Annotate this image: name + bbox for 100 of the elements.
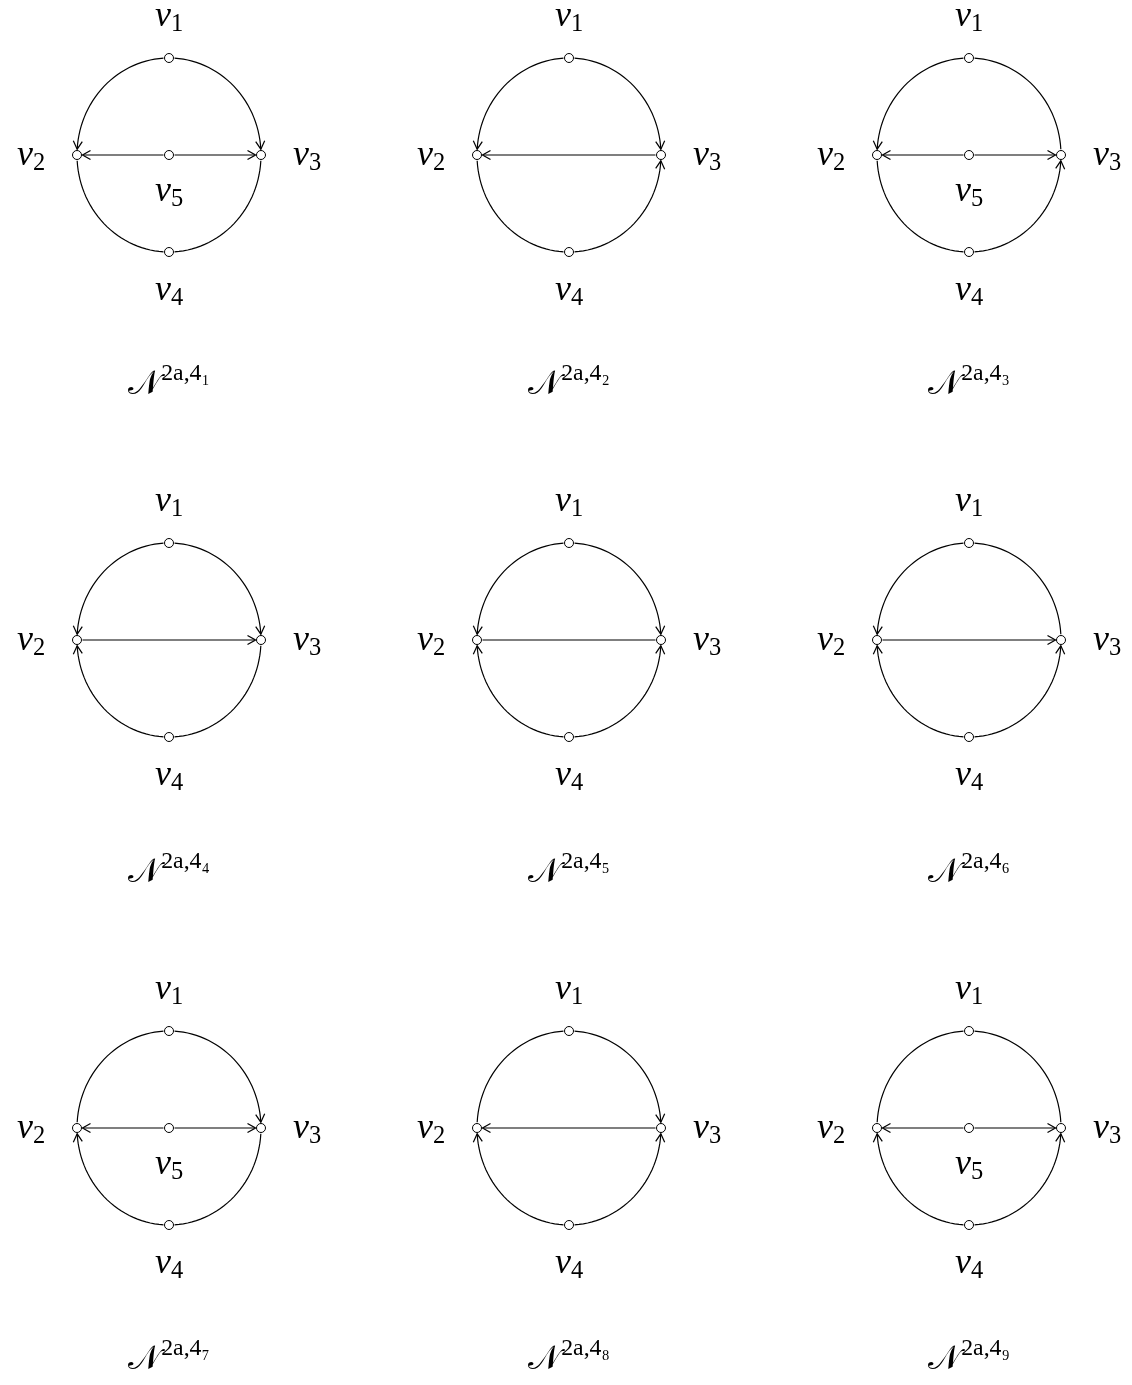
arc-edge <box>872 645 965 738</box>
arc-edge <box>973 1030 1062 1123</box>
vertex-label: v$_{2}$ <box>816 1108 846 1148</box>
graph-caption: 𝒩$^{2a,4₆}$ <box>928 849 1010 887</box>
arc-edge <box>472 542 565 635</box>
vertex-label: v$_{4}$ <box>154 270 184 310</box>
vertex-label: v$_{2}$ <box>416 620 446 660</box>
vertex-label: v$_{3}$ <box>292 620 322 660</box>
vertex-circle <box>964 1123 974 1133</box>
arc-edge <box>173 645 262 738</box>
vertex-label: v$_{4}$ <box>554 755 584 795</box>
vertex-label: v$_{2}$ <box>16 135 46 175</box>
vertex-circle <box>872 635 882 645</box>
vertex-label: v$_{1}$ <box>554 0 584 36</box>
vertex-label: v$_{3}$ <box>292 135 322 175</box>
edge-line <box>481 639 657 641</box>
vertex-label: v$_{1}$ <box>954 0 984 36</box>
vertex-circle <box>472 1123 482 1133</box>
edge-line <box>81 634 257 646</box>
edge-line <box>173 149 257 161</box>
vertex-label: v$_{3}$ <box>692 135 722 175</box>
vertex-label: v$_{2}$ <box>816 620 846 660</box>
edge-line <box>973 149 1057 161</box>
vertex-label: v$_{5}$ <box>154 171 184 211</box>
graph-caption: 𝒩$^{2a,4₇}$ <box>128 1336 210 1374</box>
vertex-label: v$_{3}$ <box>1092 1108 1122 1148</box>
vertex-circle <box>564 538 574 548</box>
arc-edge <box>72 542 165 635</box>
vertex-circle <box>564 53 574 63</box>
vertex-label: v$_{5}$ <box>154 1144 184 1184</box>
vertex-circle <box>964 732 974 742</box>
vertex-circle <box>72 150 82 160</box>
vertex-circle <box>1056 635 1066 645</box>
arc-edge <box>973 542 1062 635</box>
arc-edge <box>876 1030 965 1123</box>
arc-edge <box>973 160 1066 253</box>
vertex-circle <box>1056 1123 1066 1133</box>
arc-edge <box>573 57 666 150</box>
vertex-label: v$_{3}$ <box>1092 620 1122 660</box>
vertex-circle <box>72 635 82 645</box>
vertex-label: v$_{4}$ <box>954 1243 984 1283</box>
vertex-label: v$_{4}$ <box>154 1243 184 1283</box>
arc-edge <box>573 1133 666 1226</box>
vertex-label: v$_{1}$ <box>954 969 984 1009</box>
vertex-label: v$_{3}$ <box>692 1108 722 1148</box>
vertex-label: v$_{4}$ <box>554 1243 584 1283</box>
graph-caption: 𝒩$^{2a,4₂}$ <box>528 361 610 399</box>
vertex-circle <box>164 53 174 63</box>
vertex-label: v$_{3}$ <box>692 620 722 660</box>
vertex-circle <box>656 635 666 645</box>
vertex-label: v$_{2}$ <box>16 1108 46 1148</box>
edge-line <box>81 1122 165 1134</box>
vertex-circle <box>164 247 174 257</box>
vertex-circle <box>164 1026 174 1036</box>
graph-caption: 𝒩$^{2a,4₈}$ <box>528 1336 610 1374</box>
vertex-label: v$_{4}$ <box>554 270 584 310</box>
vertex-circle <box>964 1220 974 1230</box>
arc-edge <box>476 1030 565 1123</box>
vertex-circle <box>256 150 266 160</box>
vertex-circle <box>564 732 574 742</box>
arc-edge <box>173 1133 262 1226</box>
vertex-circle <box>656 1123 666 1133</box>
arc-edge <box>76 160 165 253</box>
vertex-circle <box>964 1026 974 1036</box>
arc-edge <box>173 160 262 253</box>
arc-edge <box>472 645 565 738</box>
graph-caption: 𝒩$^{2a,4₄}$ <box>128 849 210 887</box>
arc-edge <box>476 160 565 253</box>
vertex-circle <box>164 1123 174 1133</box>
vertex-circle <box>964 247 974 257</box>
arc-edge <box>173 57 266 150</box>
arc-edge <box>76 1030 165 1123</box>
vertex-circle <box>1056 150 1066 160</box>
arc-edge <box>72 57 165 150</box>
arc-edge <box>573 1030 666 1123</box>
arc-edge <box>973 57 1062 150</box>
arc-edge <box>573 542 666 635</box>
edge-line <box>881 634 1057 646</box>
vertex-label: v$_{2}$ <box>416 135 446 175</box>
arc-edge <box>72 645 165 738</box>
vertex-circle <box>564 247 574 257</box>
arc-edge <box>973 1133 1066 1226</box>
arc-edge <box>173 1030 266 1123</box>
arc-edge <box>872 1133 965 1226</box>
vertex-label: v$_{4}$ <box>154 755 184 795</box>
arc-edge <box>573 645 666 738</box>
vertex-circle <box>164 1220 174 1230</box>
vertex-circle <box>564 1026 574 1036</box>
arc-edge <box>973 645 1066 738</box>
vertex-label: v$_{3}$ <box>292 1108 322 1148</box>
graph-caption: 𝒩$^{2a,4₁}$ <box>128 361 210 399</box>
vertex-label: v$_{2}$ <box>416 1108 446 1148</box>
graph-caption: 𝒩$^{2a,4₉}$ <box>928 1336 1010 1374</box>
edge-line <box>481 149 657 161</box>
vertex-circle <box>872 150 882 160</box>
vertex-circle <box>964 538 974 548</box>
arc-edge <box>472 1133 565 1226</box>
vertex-circle <box>72 1123 82 1133</box>
vertex-circle <box>656 150 666 160</box>
arc-edge <box>876 160 965 253</box>
